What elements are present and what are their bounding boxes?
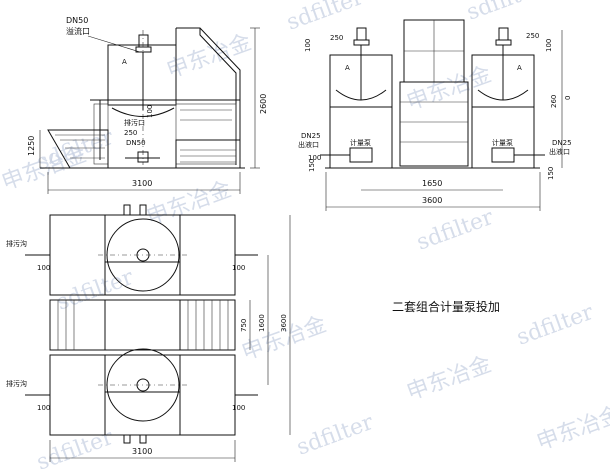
side-dim-100-right: 100 bbox=[545, 39, 553, 52]
side-dim-150-left: 150 bbox=[308, 159, 316, 172]
side-dim-1650: 1650 bbox=[422, 179, 442, 188]
plan-mid-center bbox=[104, 299, 181, 351]
front-drain-valve bbox=[137, 151, 149, 163]
front-left-hopper-hatch bbox=[55, 134, 105, 159]
plan-top-nozzle-1 bbox=[123, 204, 131, 216]
plan-dim-3100: 3100 bbox=[132, 447, 152, 456]
drawing-caption: 二套组合计量泵投加 bbox=[392, 299, 500, 314]
side-left-motor bbox=[356, 27, 367, 41]
plan-dim-100-b: 100 bbox=[232, 264, 245, 272]
watermark-sdfilter-1: sdfilter bbox=[284, 0, 368, 36]
side-pump-right-label: 计量泵 bbox=[492, 138, 513, 147]
watermark-sdfilter-4: sdfilter bbox=[414, 205, 498, 256]
side-outlet-left: 出液口 bbox=[298, 140, 319, 149]
front-inlet-label: 溢流口 bbox=[66, 26, 90, 36]
front-inlet-leader bbox=[87, 35, 141, 53]
side-dim-100-low: 100 bbox=[308, 154, 321, 162]
front-tank-upper bbox=[107, 44, 177, 106]
front-dim-250: 250 bbox=[124, 129, 137, 137]
plan-mid-stair-treads bbox=[187, 300, 229, 350]
side-dim-3600: 3600 bbox=[422, 196, 442, 205]
plan-top-nozzle-2 bbox=[139, 204, 147, 216]
front-dim-100: 100 bbox=[146, 105, 154, 118]
front-drain-dn: DN50 bbox=[126, 139, 146, 147]
plan-mid-left-treads bbox=[57, 300, 75, 350]
watermark-cn-3: 申东冶金 bbox=[144, 177, 235, 231]
plan-dim-100-d: 100 bbox=[232, 404, 245, 412]
watermark-cn-7: 申东冶金 bbox=[534, 402, 610, 456]
plan-top-right-hopper bbox=[179, 214, 236, 296]
plan-sewer-bottom: 排污沟 bbox=[6, 379, 27, 388]
front-tank-bowl bbox=[90, 99, 241, 160]
side-pump-left-label: 计量泵 bbox=[350, 138, 371, 147]
side-right-pump bbox=[491, 147, 515, 163]
front-section-a: A bbox=[122, 58, 127, 66]
side-outlet-left-dn: DN25 bbox=[301, 132, 321, 140]
side-dim-250-left: 250 bbox=[330, 34, 343, 42]
watermark-sdfilter-6: sdfilter bbox=[514, 300, 598, 351]
plan-dim-3600: 3600 bbox=[280, 314, 288, 332]
front-inlet-dn: DN50 bbox=[66, 16, 88, 25]
plan-bot-right-hopper bbox=[179, 354, 236, 436]
plan-dim-100-a: 100 bbox=[37, 264, 50, 272]
side-dim-150-right: 150 bbox=[547, 167, 555, 180]
front-view: DN50 溢流口 A 排污口 250 DN50 100 1250 2600 31… bbox=[27, 16, 268, 194]
side-dim-260: 260 bbox=[550, 95, 558, 108]
side-right-motor-base bbox=[495, 39, 512, 46]
plan-dim-100-c: 100 bbox=[37, 404, 50, 412]
plan-dim-750: 750 bbox=[240, 319, 248, 332]
front-right-panel bbox=[175, 103, 237, 165]
plan-bot-nozzle-1 bbox=[123, 434, 131, 444]
side-mark-a-right: A bbox=[517, 64, 522, 72]
side-mark-a-left: A bbox=[345, 64, 350, 72]
side-left-motor-base bbox=[353, 39, 370, 46]
plan-bot-left-hopper bbox=[49, 354, 106, 436]
watermark-cn-2: 申东冶金 bbox=[404, 62, 495, 116]
front-dim-1250: 1250 bbox=[27, 136, 36, 156]
front-dim-2600: 2600 bbox=[259, 94, 268, 114]
plan-sewer-top: 排污沟 bbox=[6, 239, 27, 248]
side-outlet-right: 出液口 bbox=[549, 147, 570, 156]
side-view: 100 250 250 100 A A 260 0 DN25 出液口 DN25 … bbox=[298, 19, 572, 211]
side-dim-100-top: 100 bbox=[304, 39, 312, 52]
plan-view: 排污沟 排污沟 100 100 100 100 750 1600 3600 31… bbox=[6, 204, 291, 462]
side-left-pump bbox=[349, 147, 373, 163]
watermark-cn-5: 申东冶金 bbox=[404, 352, 495, 406]
plan-bot-nozzle-2 bbox=[139, 434, 147, 444]
watermark-sdfilter-2: sdfilter bbox=[464, 0, 548, 26]
side-dim-0: 0 bbox=[564, 96, 572, 100]
front-dim-3100: 3100 bbox=[132, 179, 152, 188]
plan-bot-tank-box bbox=[104, 354, 181, 436]
front-right-hopper-hatch bbox=[180, 149, 236, 163]
side-right-motor bbox=[498, 27, 509, 41]
front-drain-label: 排污口 bbox=[124, 118, 145, 127]
watermark-sdfilter-7: sdfilter bbox=[294, 410, 378, 461]
side-stair bbox=[399, 81, 469, 167]
plan-dim-1600: 1600 bbox=[258, 314, 266, 332]
side-dim-250-right: 250 bbox=[526, 32, 539, 40]
plan-mid-stair bbox=[179, 299, 236, 351]
